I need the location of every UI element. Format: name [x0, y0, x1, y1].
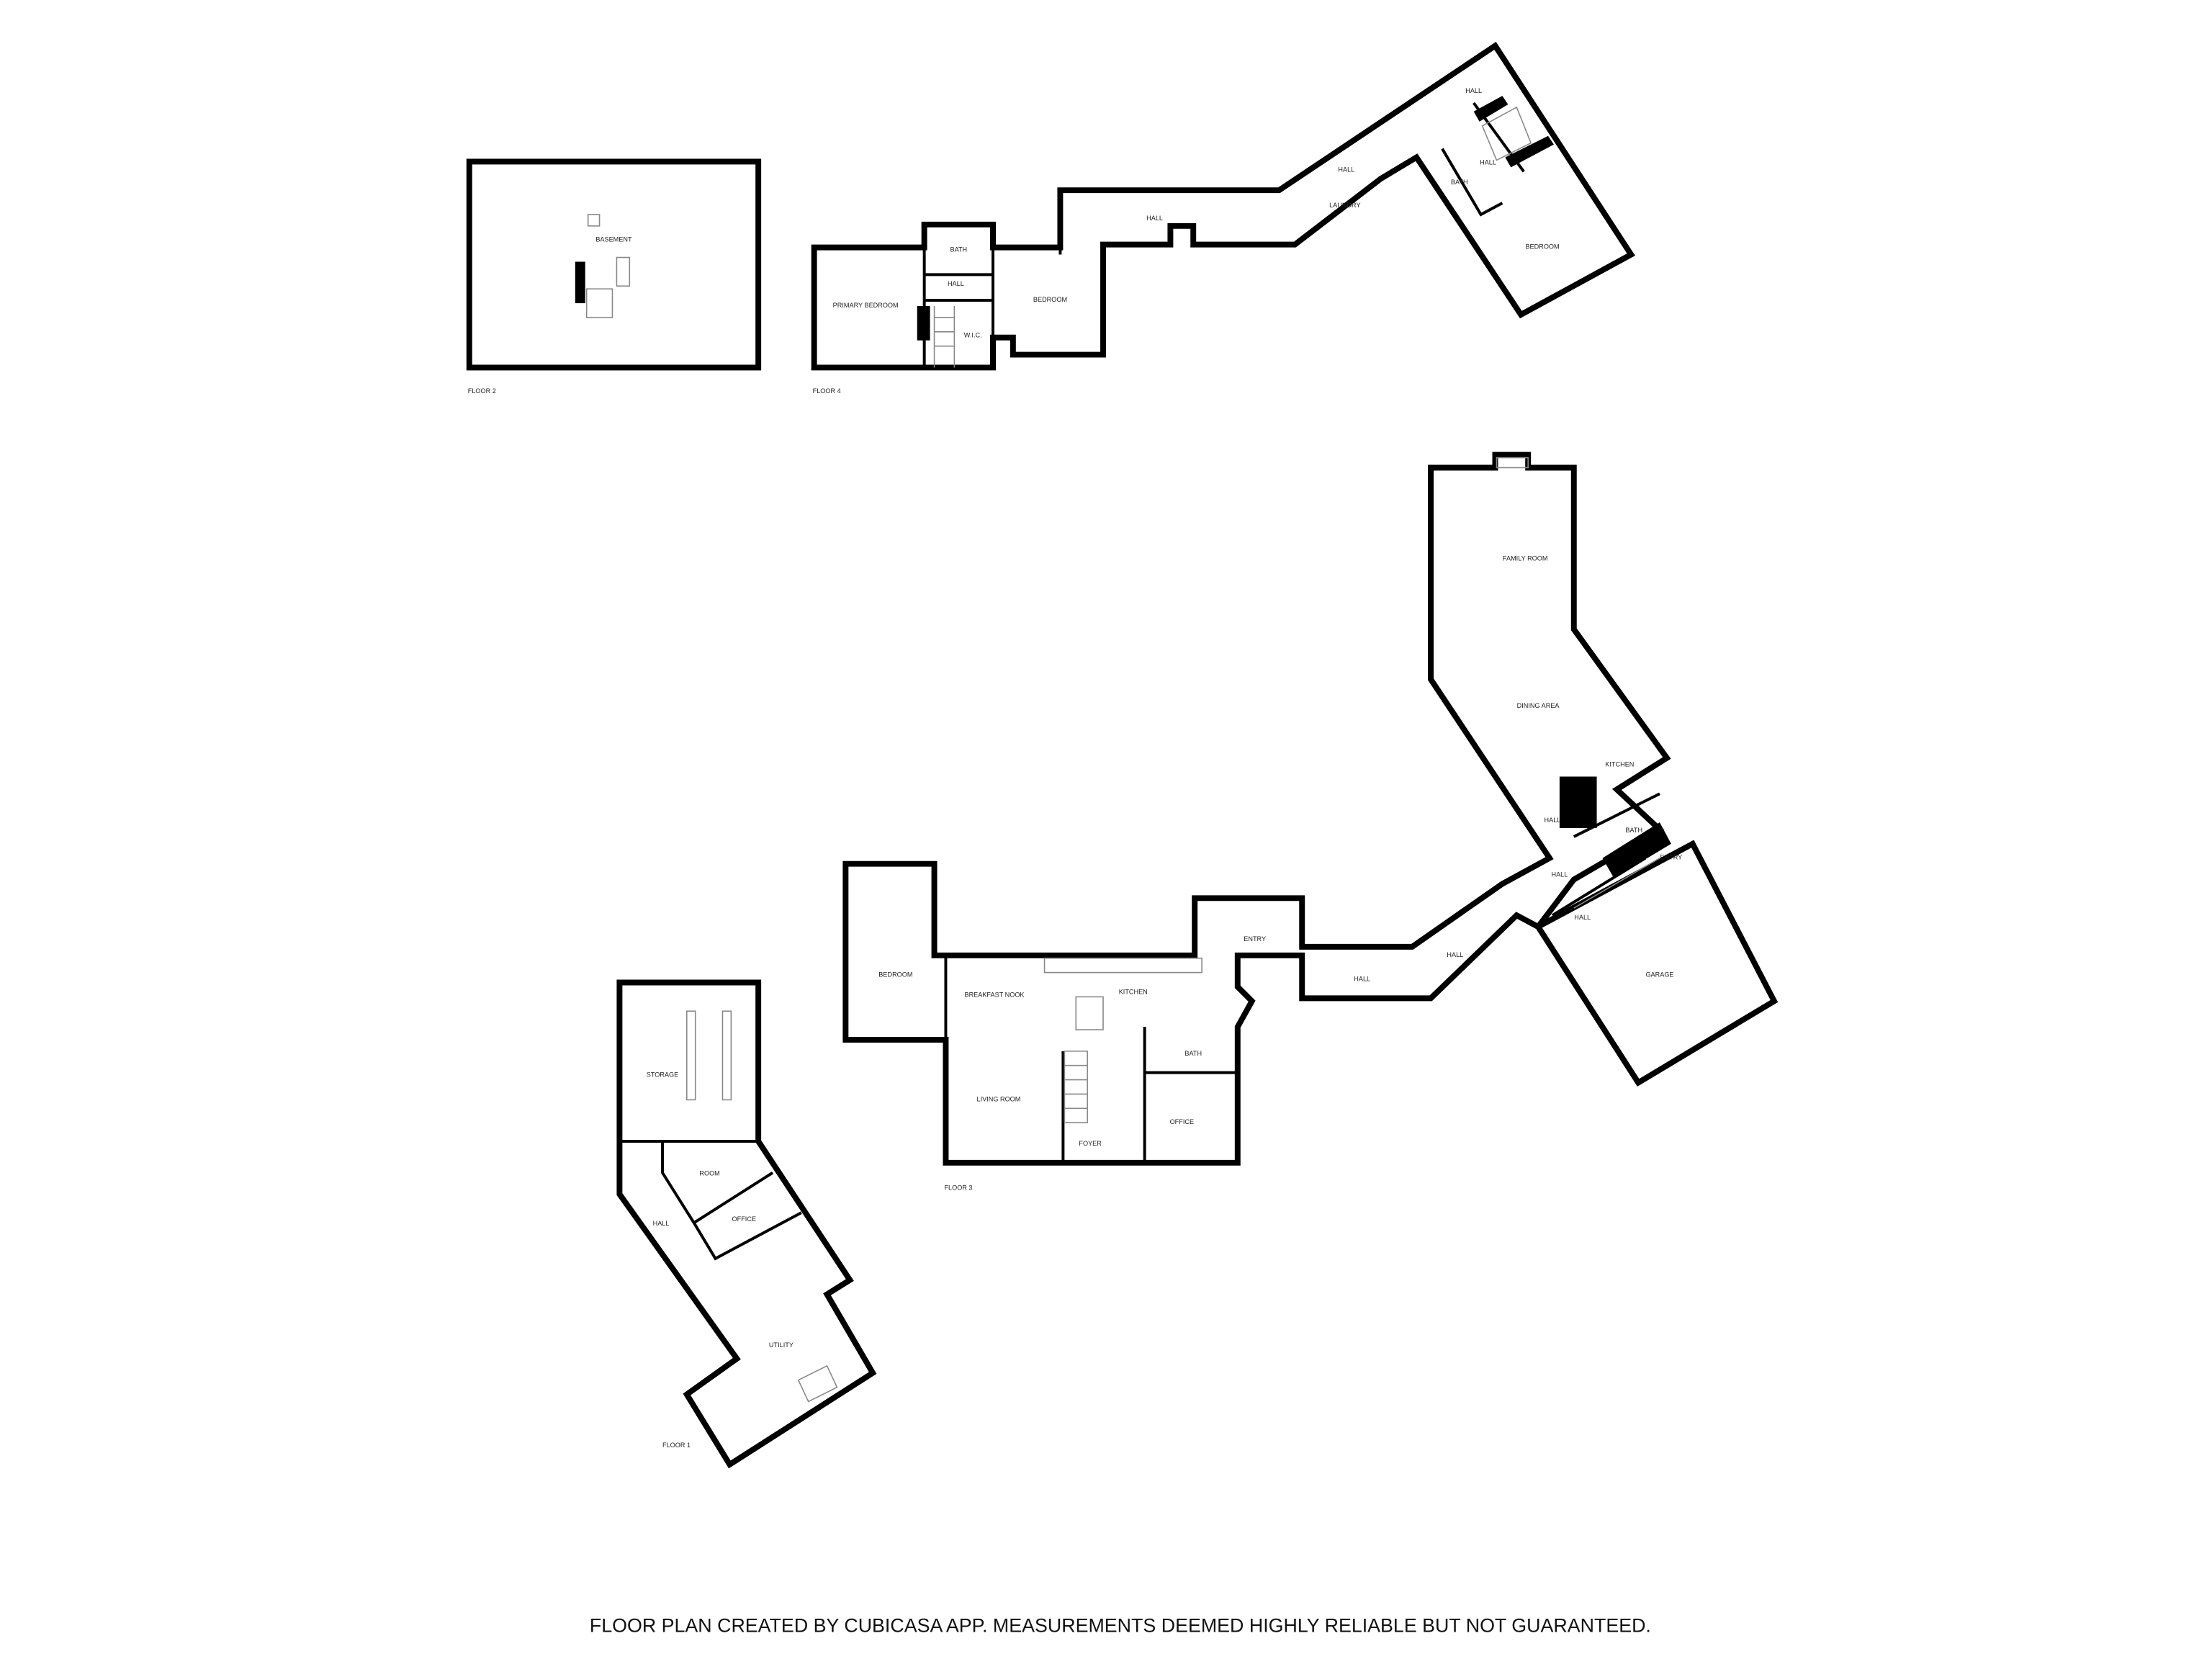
room-label-foyer: FOYER	[1079, 1140, 1102, 1147]
footer-disclaimer: FLOOR PLAN CREATED BY CUBICASA APP. MEAS…	[590, 1614, 1651, 1636]
room-label-kitchen: KITCHEN	[1119, 988, 1148, 995]
room-label-primary-bedroom: PRIMARY BEDROOM	[833, 302, 899, 309]
room-label-hall: HALL	[1146, 215, 1163, 222]
room-label-bath: BATH	[1451, 179, 1468, 186]
room-label-hall: HALL	[1545, 817, 1561, 824]
room-label-office: OFFICE	[732, 1215, 756, 1223]
floor-3-plan: BEDROOM BREAKFAST NOOK KITCHEN LIVING RO…	[842, 451, 1779, 1192]
room-label-breakfast-nook: BREAKFAST NOOK	[965, 991, 1025, 998]
floor-1-stairs	[797, 1364, 838, 1403]
room-label-family-room: FAMILY ROOM	[1503, 555, 1548, 562]
kitchen-island	[1075, 996, 1104, 1030]
floor-3-walls	[842, 451, 1779, 1166]
room-label-hall: HALL	[1551, 871, 1568, 878]
room-label-living-room: LIVING ROOM	[977, 1095, 1021, 1102]
floor-4-stair-wall	[917, 306, 930, 341]
basement-fixture	[616, 256, 631, 287]
basement-stairs	[585, 288, 613, 318]
kitchen-counter	[1043, 957, 1202, 974]
storage-shelf	[721, 1010, 732, 1101]
room-label-entry: ENTRY	[1244, 935, 1266, 943]
floor-4-walls	[811, 42, 1635, 371]
floor-1-plan: STORAGE ROOM OFFICE HALL UTILITY FLOOR 1	[616, 979, 877, 1469]
floor-3-stairs	[1064, 858, 1660, 1123]
floor-3-interior-walls	[944, 792, 1660, 1163]
room-label-storage: STORAGE	[647, 1071, 678, 1079]
floor-4-plan: PRIMARY BEDROOM BATH HALL W.I.C. BEDROOM…	[811, 42, 1635, 395]
room-label-office: OFFICE	[1170, 1118, 1194, 1125]
floor-1-walls	[616, 979, 877, 1469]
floor-label: FLOOR 4	[813, 387, 841, 395]
room-label-room: ROOM	[699, 1170, 719, 1177]
stair-wall	[1602, 822, 1671, 878]
floor-4-stairs	[933, 106, 1532, 368]
room-label-hall: HALL	[1465, 87, 1482, 94]
room-label-utility: UTILITY	[769, 1341, 793, 1349]
floor-4-stair-wall	[1473, 96, 1554, 168]
floor-4-interior-walls	[922, 102, 1525, 368]
room-label-wic: W.I.C.	[964, 332, 982, 339]
room-label-hall: HALL	[1354, 976, 1370, 983]
fireplace	[1496, 457, 1529, 469]
room-label-hall: HALL	[1574, 914, 1591, 921]
room-label-bedroom: BEDROOM	[1033, 296, 1067, 303]
basement-walls	[466, 158, 762, 371]
floor-label: FLOOR 3	[944, 1184, 972, 1192]
room-label-bedroom: BEDROOM	[878, 971, 912, 979]
floor-2-plan: BASEMENT FLOOR 2	[466, 158, 762, 395]
room-label-garage: GARAGE	[1645, 971, 1673, 979]
room-label-entry: ENTRY	[1660, 854, 1683, 861]
room-label-bedroom: BEDROOM	[1525, 243, 1559, 251]
room-label-bath: BATH	[950, 246, 967, 253]
basement-wall-segment	[575, 261, 585, 304]
room-label-hall: HALL	[653, 1220, 670, 1227]
room-label-hall: HALL	[948, 280, 964, 287]
room-label-bath: BATH	[1184, 1050, 1202, 1057]
chimney	[1559, 776, 1597, 829]
room-label-dining-area: DINING AREA	[1517, 702, 1560, 709]
room-label-laundry: LAUNDRY	[1329, 202, 1360, 209]
room-label-bath: BATH	[1625, 827, 1642, 834]
floor-label: FLOOR 2	[468, 387, 496, 395]
floor-label: FLOOR 1	[662, 1442, 691, 1449]
storage-shelf	[685, 1010, 696, 1101]
basement-fixture	[587, 214, 601, 227]
room-label-hall: HALL	[1480, 158, 1496, 166]
floor-1-interior-walls	[619, 1140, 802, 1261]
room-label-hall: HALL	[1447, 951, 1463, 958]
room-label-basement: BASEMENT	[595, 236, 632, 243]
room-label-hall: HALL	[1338, 166, 1354, 173]
room-label-kitchen: KITCHEN	[1605, 761, 1634, 768]
